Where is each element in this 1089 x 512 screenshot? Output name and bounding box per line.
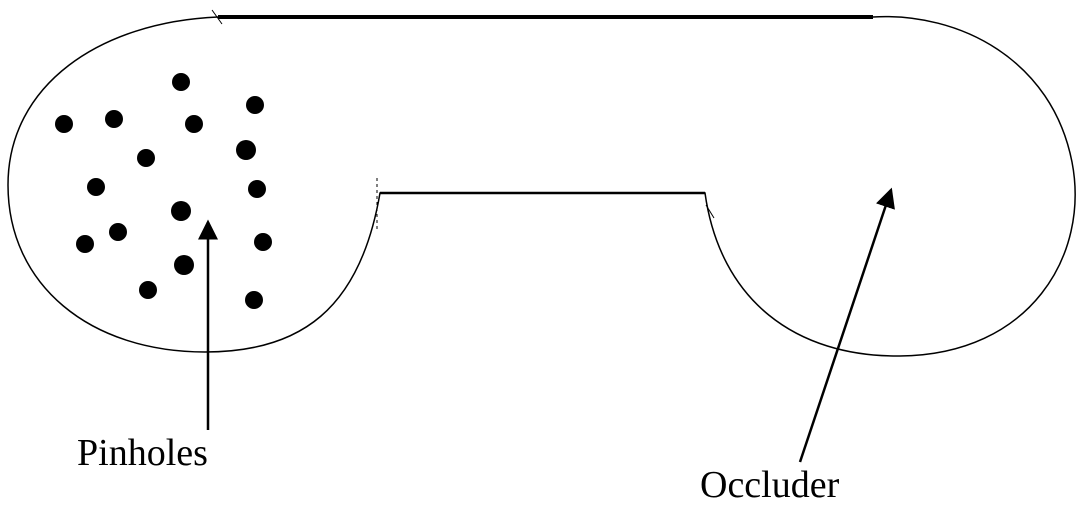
occluder-label: Occluder	[700, 464, 840, 506]
pinhole	[139, 281, 157, 299]
pinhole	[248, 180, 266, 198]
pinhole	[109, 223, 127, 241]
pinholes-group	[55, 73, 272, 309]
pinhole	[55, 115, 73, 133]
pinholes-label: Pinholes	[77, 432, 208, 474]
pinhole	[76, 235, 94, 253]
pinhole	[185, 115, 203, 133]
corner-tick-mark	[705, 204, 715, 219]
pinhole	[87, 178, 105, 196]
pinhole	[254, 233, 272, 251]
pinhole	[105, 110, 123, 128]
pinhole	[174, 255, 194, 275]
pinhole	[137, 149, 155, 167]
pinhole	[171, 201, 191, 221]
occluder-outline	[7, 15, 1076, 357]
pinhole	[245, 291, 263, 309]
occluder-arrow	[798, 187, 895, 463]
corner-tick-mark	[211, 9, 223, 25]
pinhole	[236, 140, 256, 160]
pinhole	[246, 96, 264, 114]
pinhole	[172, 73, 190, 91]
